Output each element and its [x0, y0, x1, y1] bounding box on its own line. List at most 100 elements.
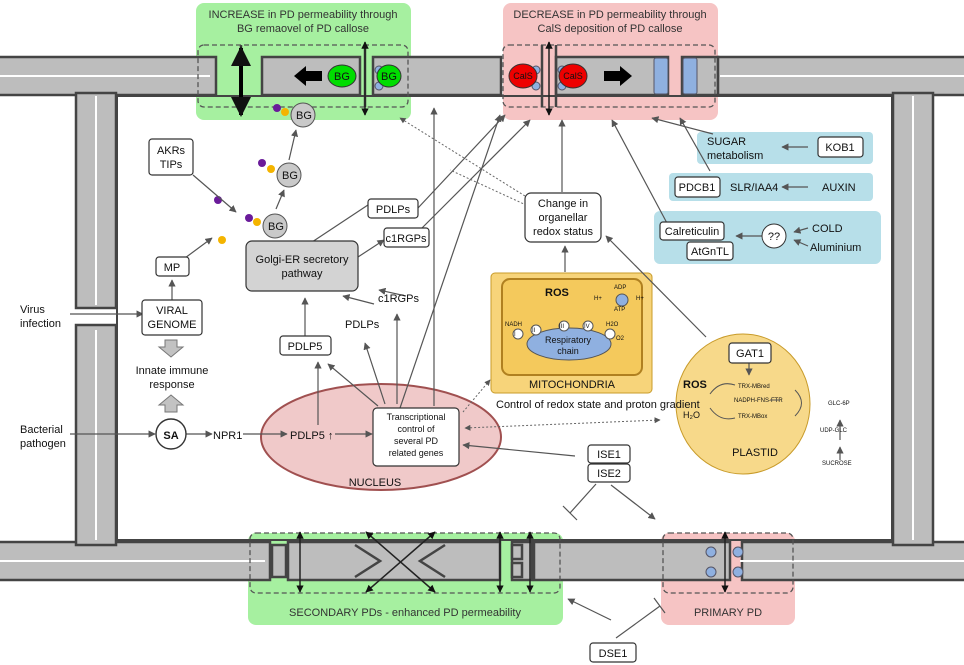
h-plus-2: H+ [636, 296, 644, 302]
bg-vesicle-label-1: BG [296, 110, 312, 122]
viral-label-2: GENOME [148, 319, 197, 331]
mp-box [155, 256, 190, 277]
cell-interior [116, 95, 893, 541]
slr-label: SLR/IAA4 [730, 182, 778, 194]
h-plus-1: H+ [594, 296, 602, 302]
dse1-box [589, 642, 637, 663]
bg-label-1: BG [334, 71, 350, 83]
nucleus-label: NUCLEUS [349, 477, 402, 489]
o2-label: O2 [616, 336, 625, 342]
golgi-box [245, 240, 359, 292]
gat1-box [728, 342, 772, 364]
plastid-cycle-arrows [709, 383, 802, 420]
sa-label: SA [163, 430, 178, 442]
complex-iv: IV [584, 324, 590, 330]
mitochondria-body [501, 278, 643, 376]
redox-box [524, 192, 602, 243]
pdlps-floating-label: PDLPs [345, 319, 380, 331]
c1rgps-box [383, 227, 430, 248]
unknown-label: ?? [768, 231, 780, 243]
ise1-label: ISE1 [597, 449, 621, 461]
sa-circle [155, 418, 187, 450]
bg-label-2: BG [381, 71, 397, 83]
inhibition-lines [562, 483, 666, 639]
bg-vesicle-label-2: BG [282, 170, 298, 182]
gat1-label: GAT1 [736, 348, 764, 360]
atgntl-label: AtGnTL [691, 246, 729, 258]
decrease-title-2: CalS deposition of PD callose [538, 23, 683, 35]
redox-label-3: redox status [533, 226, 593, 238]
calreticulin-label: Calreticulin [665, 226, 719, 238]
aluminium-label: Aluminium [810, 242, 861, 254]
nadph-label: NADPH-FNS-FTR [734, 398, 783, 404]
golgi-label-1: Golgi-ER secretory [256, 254, 349, 266]
bg-enzyme-icon-2 [376, 64, 402, 88]
primary-pd-title: PRIMARY PD [694, 607, 762, 619]
virus-label-2: infection [20, 318, 61, 330]
callose-deposits [374, 57, 744, 578]
pdcb1-label: PDCB1 [679, 182, 716, 194]
respiratory-complexes [512, 293, 629, 340]
viral-label-1: VIRAL [156, 305, 188, 317]
innate-label-1: Innate immune [136, 365, 209, 377]
transcriptional-label-3: several PD [394, 436, 439, 446]
increase-title-1: INCREASE in PD permeability through [209, 9, 398, 21]
redox-label-1: Change in [538, 198, 588, 210]
akrs-label: AKRs [157, 145, 186, 157]
sugar-label-1: SUGAR [707, 136, 746, 148]
cals-label-1: CalS [513, 71, 533, 81]
bg-enzyme-icon [327, 64, 357, 88]
npr1-label: NPR1 [213, 430, 242, 442]
complex-iii: III [559, 324, 564, 330]
pdlp5-up-label: PDLP5 ↑ [290, 430, 333, 442]
pathway-arrows [70, 107, 844, 621]
udpglc-label: UDP-GLC [820, 428, 848, 434]
bg-vesicle-label-3: BG [268, 221, 284, 233]
pdlps-box-label: PDLPs [376, 204, 411, 216]
adp-label: ADP [614, 285, 626, 291]
mp-label: MP [164, 262, 181, 274]
viral-to-innate-arrow-icon [157, 339, 185, 358]
ise2-box [587, 463, 631, 483]
middle-lamella [0, 75, 964, 562]
secondary-pd-title: SECONDARY PDs - enhanced PD permeability [289, 607, 521, 619]
ise1-box [587, 444, 631, 464]
akrs-tips-box [148, 138, 194, 176]
plastid-h2o-label: H₂O [683, 410, 700, 420]
pdlp5-box-label: PDLP5 [288, 341, 323, 353]
respiratory-label-1: Respiratory [545, 335, 592, 345]
transcriptional-label-4: related genes [389, 448, 444, 458]
glc6p-label: GLC-6P [828, 401, 850, 407]
sa-to-innate-arrow-icon [157, 394, 185, 413]
dse1-label: DSE1 [599, 648, 628, 660]
respiratory-label-2: chain [557, 346, 579, 356]
sugar-label-2: metabolism [707, 150, 763, 162]
unknown-factor-icon [761, 223, 787, 249]
cals-deposition-arrow-icon [604, 66, 632, 86]
increase-title-2: BG remaovel of PD callose [237, 23, 369, 35]
transcriptional-box [372, 407, 460, 467]
c1rgps-box-label: c1RGPs [386, 233, 427, 245]
redox-label-2: organellar [539, 212, 588, 224]
transcriptional-label-1: Transcriptional [387, 412, 446, 422]
bacterial-label-2: pathogen [20, 438, 66, 450]
cals-label-2: CalS [563, 71, 583, 81]
plastid-body [675, 333, 811, 475]
transcriptional-label-2: control of [397, 424, 435, 434]
tips-label: TIPs [160, 159, 183, 171]
trx-red-label: TRX-MBred [738, 384, 770, 390]
complex-ii: II [532, 328, 536, 334]
kob1-box [817, 136, 864, 158]
golgi-label-2: pathway [282, 268, 323, 280]
atgntl-box [686, 241, 734, 261]
virus-label-1: Virus [20, 304, 45, 316]
pdlp5-box [279, 335, 332, 356]
cold-label: COLD [812, 223, 843, 235]
complex-i: I [514, 332, 516, 338]
h2o-mito-label: H2O [606, 322, 619, 328]
calreticulin-box [659, 221, 725, 241]
innate-label-2: response [149, 379, 194, 391]
kob1-label: KOB1 [825, 142, 854, 154]
control-redox-label: Control of redox state and proton gradie… [496, 399, 700, 411]
